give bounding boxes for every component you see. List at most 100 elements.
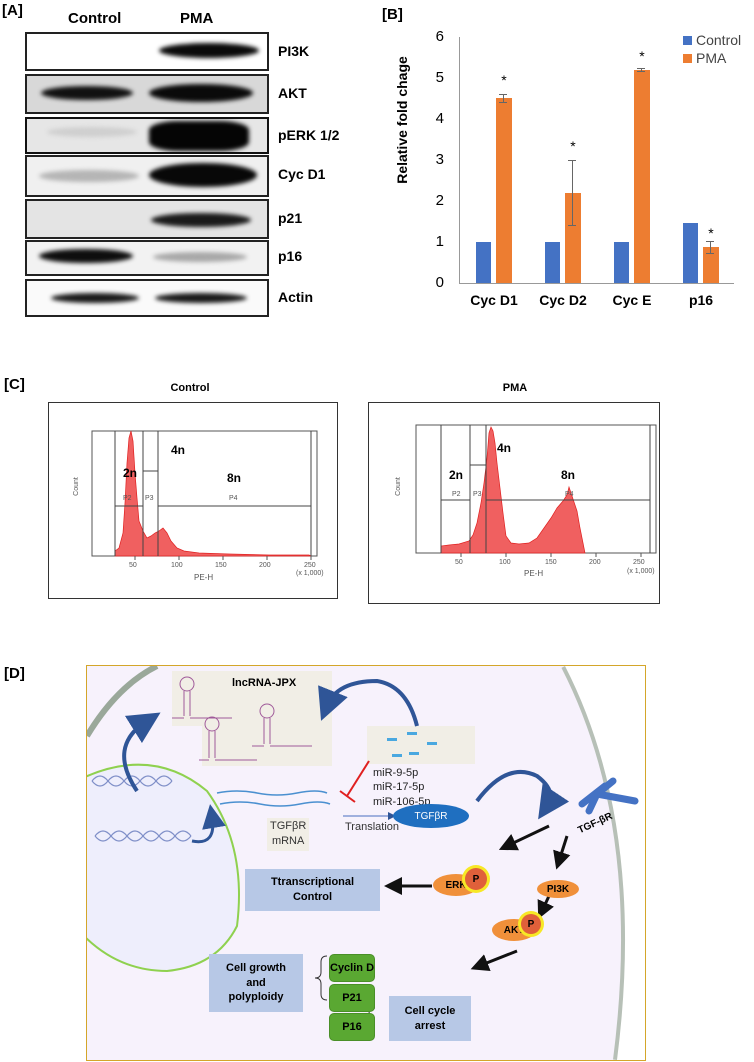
x-tick: p16 [688,292,714,308]
y-tick: 3 [435,151,444,168]
x-tick: 100 [171,562,183,569]
lane-label-pma: PMA [180,10,214,27]
blot-perk [25,117,269,154]
y-axis [459,37,460,283]
x-tick: 250 [633,559,645,566]
error-bar [503,94,504,102]
legend-item-pma: PMA [683,50,726,66]
blot-label: p21 [278,210,303,226]
pathway-diagram: lncRNA-JPX miR-9-5p miR-17-5p miR-106-5p… [86,665,646,1061]
significance-star: * [570,138,576,154]
bar-control-cycd1 [476,242,491,283]
gate-label: P2 [123,495,132,502]
blot-label: pERK 1/2 [278,127,340,143]
legend-swatch [683,53,692,63]
phospho-akt: P [521,914,541,934]
bar-pma-cycd1 [496,98,512,283]
x-tick: 150 [545,559,557,566]
bar-pma-cyce [634,70,650,283]
bar-pma-cycd2 [565,193,581,283]
y-axis-label: Count [394,477,402,496]
bar-control-cyce [614,242,629,283]
translation-label: Translation [345,821,400,833]
y-tick: 6 [435,28,444,45]
legend-item-control: Control [683,32,741,48]
flow-plot-control: 2n 4n 8n P2 P3 P4 Count 50 100 150 200 2… [48,402,338,599]
bar-pma-p16 [703,247,719,283]
gate-label: P4 [229,495,238,502]
blot-label: Actin [278,289,313,305]
ploidy-4n: 4n [497,441,512,455]
significance-star: * [639,48,645,64]
bar-control-p16 [683,223,698,283]
x-scale: (x 1,000) [296,570,324,577]
panel-c-label: [C] [4,376,25,393]
x-tick: 50 [455,559,463,566]
ploidy-2n: 2n [123,466,138,480]
histogram-pma [415,424,657,557]
diagram-graphics [87,666,645,1060]
x-tick: 200 [589,559,601,566]
y-axis-label: Relative fold chage [394,56,410,184]
blot-p16 [25,240,269,276]
error-bar [641,68,642,71]
flow-title-pma: PMA [502,382,528,394]
x-tick: 200 [259,562,271,569]
x-scale: (x 1,000) [627,568,655,575]
gate-label: P2 [452,491,461,498]
flow-title-control: Control [170,382,210,394]
x-tick: 250 [304,562,316,569]
legend-swatch [683,35,692,45]
mirna-list: miR-9-5p miR-17-5p miR-106-5p [373,766,430,809]
blot-label: AKT [278,85,307,101]
y-axis-label: Count [72,477,80,496]
x-axis-label: PE-H [194,573,214,582]
ploidy-8n: 8n [561,468,576,482]
gate-label: P3 [473,491,482,498]
gate-label: P3 [145,495,154,502]
mrna-label: TGFβR mRNA [267,818,310,851]
y-tick: 4 [435,110,444,127]
ploidy-2n: 2n [449,468,464,482]
y-tick: 5 [435,69,444,86]
panel-d-label: [D] [4,665,25,682]
blot-p21 [25,199,269,239]
ploidy-4n: 4n [171,443,186,457]
p16-box: P16 [329,1013,375,1041]
x-tick: Cyc D1 [470,292,518,308]
y-tick: 0 [435,274,444,291]
blot-label: Cyc D1 [278,166,326,182]
x-tick: 150 [215,562,227,569]
cyclin-d-box: Cyclin D [329,954,375,982]
error-bar [710,241,711,253]
mirna-label: miR-17-5p [373,781,425,794]
significance-star: * [501,72,507,88]
x-tick: 100 [499,559,511,566]
lane-label-control: Control [68,10,122,27]
panel-a-label: [A] [2,2,23,19]
y-tick: 2 [435,192,444,209]
blot-pi3k [25,32,269,71]
tgfbr-protein: TGFβR [393,804,469,828]
histogram-control [91,430,318,560]
x-tick: Cyc D2 [539,292,587,308]
phospho-erk: P [465,868,487,890]
y-tick: 1 [435,233,444,250]
blot-label: PI3K [278,43,310,59]
ploidy-8n: 8n [227,471,242,485]
lncrna-label: lncRNA-JPX [232,677,297,689]
x-axis [459,283,734,284]
blot-cycd1 [25,155,269,197]
bar-control-cycd2 [545,242,560,283]
blot-label: p16 [278,248,303,264]
pi3k-node: PI3K [537,880,579,898]
x-tick: Cyc E [612,292,652,308]
gate-label: P4 [565,491,574,498]
blot-actin [25,279,269,317]
flow-plot-pma: 2n 4n 8n P2 P3 P4 Count 50 100 150 200 2… [368,402,660,604]
error-bar [572,160,573,225]
x-tick: 50 [129,562,137,569]
